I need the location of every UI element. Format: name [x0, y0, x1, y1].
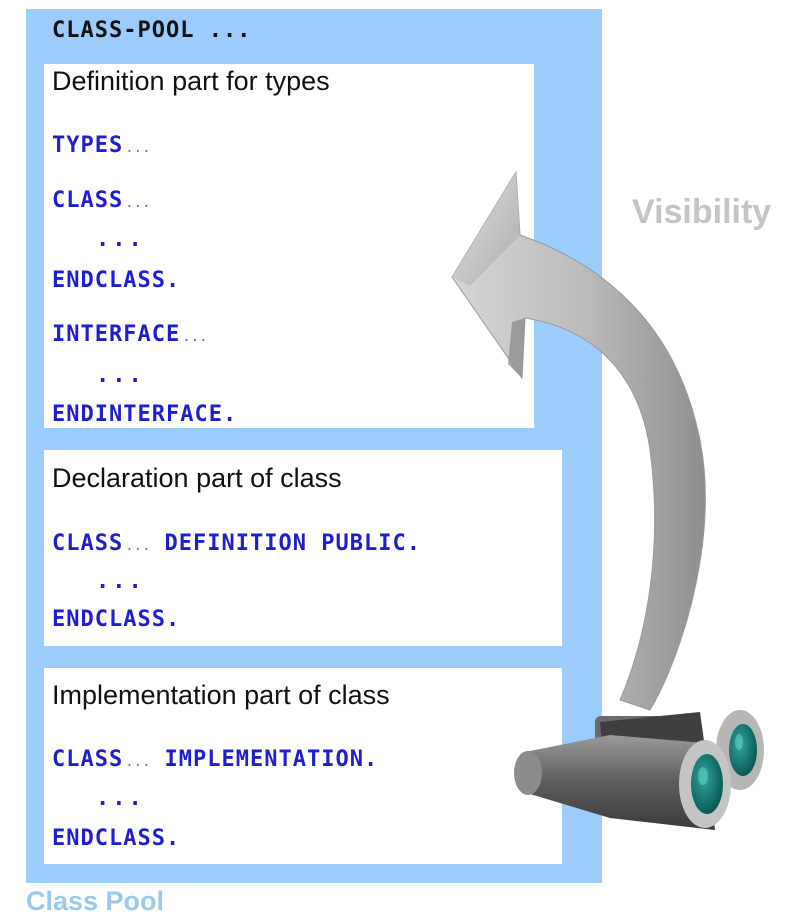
dots-placeholder: ...	[96, 569, 145, 594]
endinterface-keyword: ENDINTERFACE.	[52, 402, 238, 427]
ellipsis: ...	[125, 538, 151, 554]
dots-placeholder: ...	[96, 786, 145, 811]
declaration-panel	[44, 450, 562, 646]
binoculars-icon	[514, 710, 764, 830]
implementation-keyword: IMPLEMENTATION.	[164, 747, 379, 772]
endclass-keyword: ENDCLASS.	[52, 826, 181, 851]
definition-public-keyword: DEFINITION PUBLIC.	[164, 531, 421, 556]
types-keyword: TYPES	[52, 133, 124, 158]
types-definition-panel	[44, 64, 534, 428]
class-keyword-line: CLASS...	[52, 188, 151, 213]
endclass-keyword: ENDCLASS.	[52, 268, 181, 293]
class-implementation-line: CLASS... IMPLEMENTATION.	[52, 747, 378, 772]
class-pool-label: Class Pool	[26, 886, 165, 916]
ellipsis: ...	[125, 195, 151, 211]
dots-placeholder: ...	[96, 363, 145, 388]
class-pool-header: CLASS-POOL ...	[52, 18, 252, 43]
class-definition-line: CLASS... DEFINITION PUBLIC.	[52, 531, 421, 556]
implementation-panel	[44, 668, 562, 864]
ellipsis: ...	[182, 329, 208, 345]
visibility-label: Visibility	[632, 193, 772, 231]
types-keyword-line: TYPES...	[52, 133, 151, 158]
ellipsis: ...	[125, 754, 151, 770]
ellipsis: ...	[125, 140, 151, 156]
interface-keyword: INTERFACE	[52, 322, 181, 347]
curved-arrow-icon	[451, 170, 706, 711]
declaration-heading: Declaration part of class	[52, 463, 342, 493]
class-keyword: CLASS	[52, 747, 124, 772]
implementation-heading: Implementation part of class	[52, 680, 390, 710]
types-definition-heading: Definition part for types	[52, 66, 330, 96]
class-keyword: CLASS	[52, 531, 124, 556]
class-keyword: CLASS	[52, 188, 124, 213]
interface-keyword-line: INTERFACE...	[52, 322, 208, 347]
endclass-keyword: ENDCLASS.	[52, 607, 181, 632]
dots-placeholder: ...	[96, 227, 145, 252]
